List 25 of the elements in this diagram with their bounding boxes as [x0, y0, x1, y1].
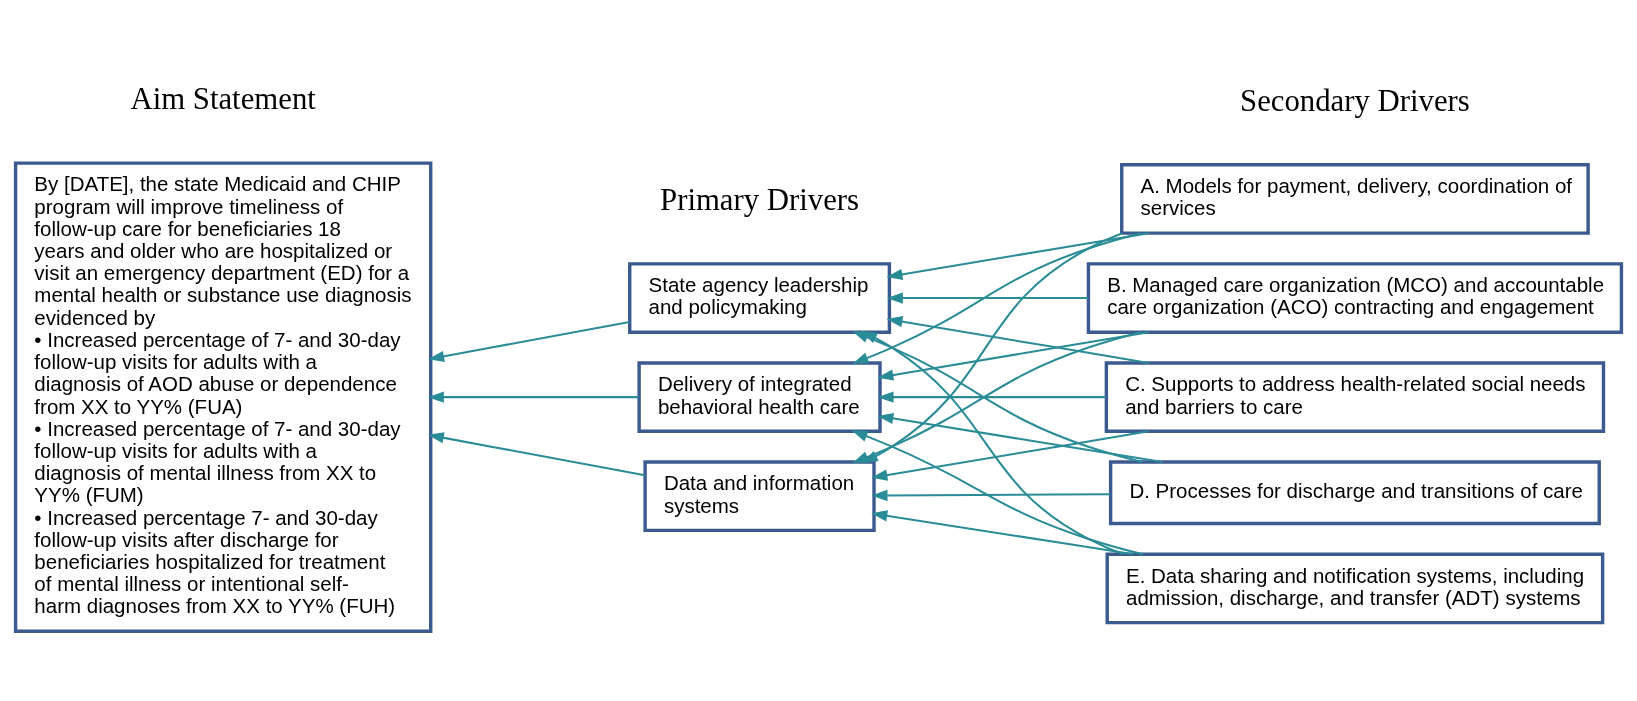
arrow	[877, 391, 1107, 403]
arrow	[886, 231, 1149, 280]
node-box: C. Supports to address health-related social needs and barriers to care	[1104, 360, 1606, 433]
arrow	[871, 509, 1134, 555]
arrow	[427, 391, 639, 403]
label: Aim Statement	[130, 81, 316, 116]
label: Primary Drivers	[660, 182, 860, 217]
arrow	[871, 489, 1111, 501]
arrow	[886, 291, 1089, 304]
node-box: State agency leadership and policymaking	[628, 261, 892, 334]
label: Secondary Drivers	[1240, 83, 1470, 118]
node-box: Delivery of integrated behavioral health care	[637, 360, 882, 433]
arrow	[886, 315, 1149, 364]
node-box: D. Processes for discharge and transitions of care	[1108, 459, 1601, 525]
arrow	[428, 320, 630, 362]
arrow	[871, 429, 1149, 481]
node-box: By [DATE], the state Medicaid and CHIP program will improve timeliness of follow-up care for beneficiaries 18 years and older who are hospitalized or visit an emergency department (ED) for a mental health or substance use diagnosis evidenced by • Increased percentage of 7- and 30-day follow-up visits for adults with a diagnosis of AOD abuse or dependence from XX to YY% (FUA) • Increased percentage of 7- and 30-day follow-up visits for adults with a diagnosis of mental illness from XX to YY% (FUM) • Increased percentage 7- and 30-day follow-up visits after discharge for beneficiaries hospitalized for treatment of mental illness or intentional self-harm diagnoses from XX to YY% (FUH)	[13, 160, 433, 633]
node-box: A. Models for payment, delivery, coordination of services	[1120, 162, 1590, 235]
node-box: E. Data sharing and notification systems, including admission, discharge, and transfer (ADT) systems	[1105, 552, 1605, 624]
arrow	[877, 330, 1149, 381]
arrow	[877, 412, 1163, 463]
arrow	[851, 429, 1144, 555]
node-box: Data and information systems	[643, 459, 876, 532]
arrow	[427, 431, 645, 476]
node-box: B. Managed care organization (MCO) and accountable care organization (ACO) contracting and engagement	[1086, 261, 1624, 334]
